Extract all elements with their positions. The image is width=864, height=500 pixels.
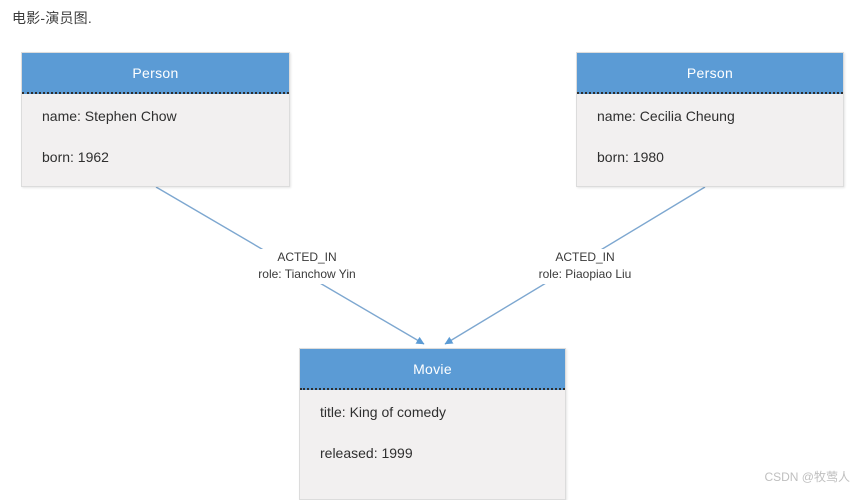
node-property: born: 1980 xyxy=(597,148,664,165)
node-label-movie: Movie xyxy=(300,349,565,390)
node-properties-person-right: name: Cecilia Cheung born: 1980 xyxy=(577,94,843,176)
edge-label-right-acted-in: ACTED_IN role: Piaopiao Liu xyxy=(508,249,662,284)
graph-node-person-left[interactable]: Person name: Stephen Chow born: 1962 xyxy=(21,52,290,187)
node-property: title: King of comedy xyxy=(320,404,447,420)
node-properties-movie: title: King of comedy released: 1999 xyxy=(300,390,565,472)
relationship-type: ACTED_IN xyxy=(555,250,615,264)
relationship-type: ACTED_IN xyxy=(277,250,337,264)
graph-node-person-right[interactable]: Person name: Cecilia Cheung born: 1980 xyxy=(576,52,844,187)
node-property: born: 1962 xyxy=(42,148,109,165)
node-properties-person-left: name: Stephen Chow born: 1962 xyxy=(22,94,289,176)
edge-label-left-acted-in: ACTED_IN role: Tianchow Yin xyxy=(230,249,384,284)
node-label-person-left: Person xyxy=(22,53,289,94)
relationship-property: role: Tianchow Yin xyxy=(258,267,356,282)
watermark: CSDN @牧莺人 xyxy=(764,470,850,484)
graph-node-movie[interactable]: Movie title: King of comedy released: 19… xyxy=(299,348,566,500)
node-property: released: 1999 xyxy=(320,444,413,461)
page-title: 电影-演员图. xyxy=(12,10,92,26)
node-property: name: Cecilia Cheung xyxy=(597,108,735,124)
node-property: name: Stephen Chow xyxy=(42,108,177,124)
node-label-person-right: Person xyxy=(577,53,843,94)
relationship-property: role: Piaopiao Liu xyxy=(538,267,632,282)
